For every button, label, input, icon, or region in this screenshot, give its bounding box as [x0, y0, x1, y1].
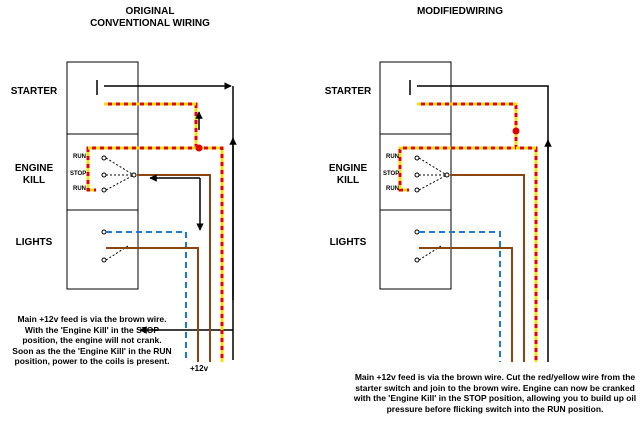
right-brown-lights-wire: [419, 247, 513, 362]
right-junction-dot: [512, 127, 520, 135]
left-switch-stop: STOP: [70, 171, 87, 177]
left-title: ORIGINAL CONVENTIONAL WIRING: [70, 6, 230, 30]
right-diagram: [379, 61, 552, 362]
left-brown-lights-wire: [106, 247, 199, 362]
left-diagram: [66, 61, 237, 362]
right-row-lights: LIGHTS: [329, 237, 367, 248]
left-title-line2: CONVENTIONAL WIRING: [90, 18, 210, 29]
left-supply-label: +12v: [190, 364, 209, 373]
left-row-engine-kill-line2: KILL: [22, 175, 46, 186]
left-brown-kill-wire: [137, 174, 211, 362]
right-note: Main +12v feed is via the brown wire. Cu…: [353, 372, 637, 414]
right-row-engine-kill-line2: KILL: [336, 175, 360, 186]
right-row-engine-kill: ENGINE KILL: [318, 163, 378, 187]
right-switch-run-top: RUN: [386, 154, 399, 160]
right-starter-black-wire: [417, 85, 549, 362]
right-row-starter: STARTER: [324, 86, 372, 97]
left-red-yellow-wire: [86, 102, 224, 362]
left-title-line1: ORIGINAL: [125, 6, 175, 17]
left-row-engine-kill: ENGINE KILL: [4, 163, 64, 187]
right-red-yellow-wire: [398, 102, 538, 362]
right-title: MODIFIEDWIRING: [416, 6, 504, 17]
right-switch-run-bottom: RUN: [386, 186, 399, 192]
left-switch-run-bottom: RUN: [73, 186, 86, 192]
right-row-engine-kill-line1: ENGINE: [328, 163, 368, 174]
left-row-lights: LIGHTS: [15, 237, 53, 248]
right-blue-lights-wire: [419, 231, 501, 362]
right-switch-stop: STOP: [383, 171, 400, 177]
left-engine-kill-switch: [101, 155, 137, 193]
left-row-starter: STARTER: [10, 86, 58, 97]
right-engine-kill-switch: [414, 155, 450, 193]
left-row-engine-kill-line1: ENGINE: [14, 163, 54, 174]
left-lights-switch: [101, 229, 129, 263]
left-junction-dot: [195, 144, 203, 152]
right-brown-kill-wire: [450, 174, 525, 362]
left-switch-run-top: RUN: [73, 154, 86, 160]
left-blue-lights-wire: [106, 231, 187, 362]
right-lights-switch: [414, 229, 442, 263]
left-note: Main +12v feed is via the brown wire. Wi…: [12, 314, 172, 367]
